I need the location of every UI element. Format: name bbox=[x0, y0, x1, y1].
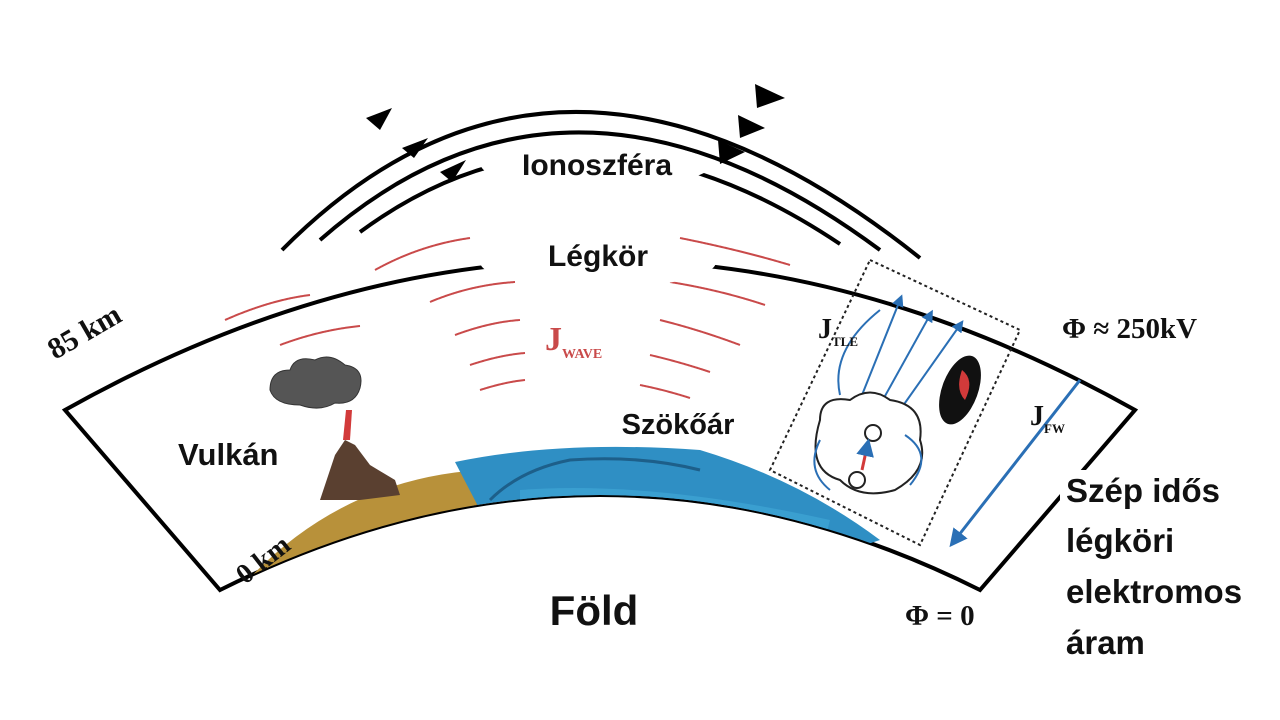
volcano-ash-cloud bbox=[269, 356, 362, 409]
atmosphere-label: Légkör bbox=[548, 240, 648, 273]
potential-bottom-label: Φ = 0 bbox=[905, 600, 975, 632]
negative-charge bbox=[848, 471, 866, 489]
ocean-wave bbox=[488, 457, 701, 502]
altitude-top-label: 85 km bbox=[42, 298, 127, 366]
atmosphere-label-bg bbox=[480, 236, 716, 288]
volcano bbox=[269, 356, 400, 500]
jtle-label: JTLE bbox=[818, 314, 858, 349]
ionosphere-arc-outer bbox=[280, 110, 922, 260]
gravity-wave-lines bbox=[224, 237, 791, 399]
fair-weather-label: Szép idős légköri elektromos áram bbox=[1066, 472, 1242, 661]
arrowhead bbox=[366, 108, 392, 130]
cloud-circulation bbox=[813, 434, 923, 491]
ionosphere-arc-middle bbox=[318, 130, 882, 252]
tle-box bbox=[768, 258, 1022, 547]
fair-weather-current bbox=[949, 379, 1082, 548]
atmosphere-shell bbox=[61, 258, 1139, 593]
fair-weather-line-3: elektromos bbox=[1066, 573, 1242, 610]
potential-top-label: Φ ≈ 250kV bbox=[1062, 313, 1197, 345]
earth-label-bg bbox=[520, 580, 670, 640]
tle-field-lines bbox=[837, 294, 964, 411]
arrowhead bbox=[738, 115, 765, 138]
fair-weather-line-1: Szép idős bbox=[1066, 472, 1220, 509]
ionosphere-label-bg bbox=[481, 142, 711, 188]
volcano-cone bbox=[320, 440, 400, 500]
arrowhead bbox=[755, 84, 785, 108]
tsunami-label-bg bbox=[606, 403, 750, 447]
arrowhead bbox=[440, 160, 466, 182]
jtle-subscript: TLE bbox=[832, 334, 858, 349]
ionosphere-arrowheads bbox=[366, 84, 785, 182]
charge-arrow bbox=[856, 438, 874, 471]
arrowhead bbox=[718, 140, 745, 164]
tsunami-label: Szökőár bbox=[622, 409, 735, 441]
jwave-subscript: WAVE bbox=[562, 347, 602, 362]
sprite-flame bbox=[959, 370, 970, 400]
earth-label: Föld bbox=[550, 587, 639, 634]
fair-weather-line-4: áram bbox=[1066, 624, 1145, 661]
jfw-subscript: FW bbox=[1044, 421, 1065, 436]
fair-weather-label-bg bbox=[1060, 470, 1275, 665]
jfw-label: JFW bbox=[1030, 401, 1065, 436]
arrowhead bbox=[402, 138, 428, 158]
fair-weather-line-2: légköri bbox=[1066, 522, 1174, 559]
ionosphere-label: Ionoszféra bbox=[522, 149, 672, 182]
jwave-label: JWAVE bbox=[545, 321, 602, 362]
tle-region bbox=[768, 258, 1022, 547]
volcano-label-bg bbox=[165, 430, 310, 478]
volcano-label: Vulkán bbox=[178, 437, 279, 472]
volcano-lava bbox=[343, 410, 352, 440]
